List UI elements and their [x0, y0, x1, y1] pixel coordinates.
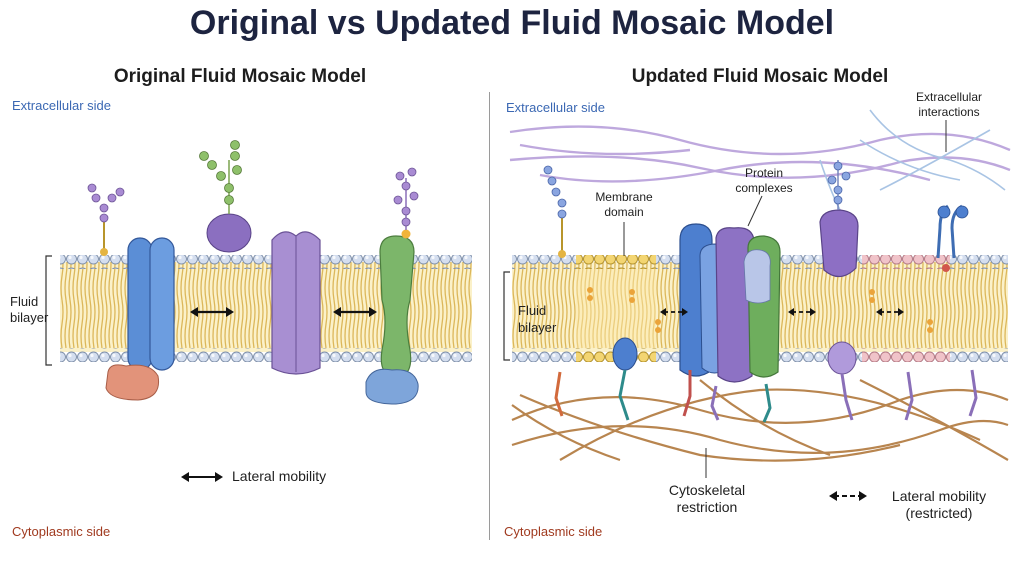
- protein-complex: [679, 223, 781, 383]
- callout-cytoskeletal-line2: restriction: [676, 499, 738, 515]
- callout-protein-complexes-line2: complexes: [735, 181, 793, 195]
- right-cytoplasmic-label: Cytoplasmic side: [504, 524, 603, 539]
- restricted-arrow-1: [660, 308, 688, 316]
- right-purple-glycoprotein: [819, 160, 859, 278]
- cytoskeletal-anchor-proteins: [554, 337, 978, 423]
- page-title: Original vs Updated Fluid Mosaic Model: [189, 4, 835, 42]
- right-panel-title: Updated Fluid Mosaic Model: [631, 66, 889, 87]
- right-legend-label-line1: Lateral mobility: [891, 488, 987, 504]
- extracellular-matrix-fibers: [509, 125, 1011, 183]
- left-peripheral-glycoprotein: [199, 140, 252, 253]
- left-legend-arrow: [181, 472, 223, 482]
- callout-cytoskeletal-line1: Cytoskeletal: [668, 482, 746, 498]
- left-extracellular-label: Extracellular side: [12, 98, 111, 113]
- left-bilayer-label-line1: Fluid: [10, 294, 39, 309]
- left-purple-channel-protein: [271, 231, 321, 375]
- left-legend-label: Lateral mobility: [232, 468, 327, 484]
- left-lateral-arrow-2: [333, 307, 377, 317]
- right-bilayer-bracket: [503, 271, 510, 361]
- right-bilayer-label: Fluid bilayer: [518, 302, 556, 336]
- callout-extracellular-line2: interactions: [918, 105, 980, 119]
- left-bilayer-label: Fluid bilayer: [10, 294, 48, 326]
- left-cytoplasmic-label: Cytoplasmic side: [12, 524, 111, 539]
- callout-extracellular-line1: Extracellular: [915, 90, 983, 104]
- protein-complexes-leader: [747, 195, 763, 227]
- right-legend-label-line2: (restricted): [905, 505, 973, 521]
- left-blue-channel-protein: [127, 237, 175, 371]
- left-peripheral-protein: [105, 364, 160, 401]
- left-bilayer-bracket: [45, 255, 52, 366]
- callout-cytoskeletal-restriction: Cytoskeletal restriction: [652, 482, 762, 516]
- right-bilayer-label-line2: bilayer: [518, 320, 557, 335]
- right-bilayer-label-line1: Fluid: [518, 303, 547, 318]
- restricted-arrow-2: [788, 308, 816, 316]
- left-green-glycoprotein: [365, 167, 419, 405]
- left-glycolipid: [87, 183, 125, 256]
- left-bilayer-label-line2: bilayer: [10, 310, 49, 325]
- adhesion-receptor: [936, 204, 969, 272]
- callout-membrane-domain-line2: domain: [604, 205, 644, 219]
- right-legend-arrow: [829, 491, 867, 501]
- callout-membrane-domain: Membrane domain: [584, 190, 664, 220]
- right-legend-label: Lateral mobility (restricted): [874, 488, 1004, 522]
- restricted-arrow-3: [876, 308, 904, 316]
- right-extracellular-label: Extracellular side: [506, 100, 605, 115]
- callout-membrane-domain-line1: Membrane: [595, 190, 653, 204]
- cytoskeleton-network: [511, 379, 1009, 462]
- left-panel-title: Original Fluid Mosaic Model: [113, 66, 367, 87]
- callout-protein-complexes-line1: Protein: [744, 166, 784, 180]
- cholesterol-molecules: [587, 287, 933, 333]
- extracellular-glycan-strands: [819, 109, 1006, 211]
- right-glycolipid: [543, 165, 567, 258]
- left-lateral-arrow-1: [190, 307, 234, 317]
- callout-extracellular-interactions: Extracellular interactions: [904, 90, 994, 120]
- callout-protein-complexes: Protein complexes: [724, 166, 804, 196]
- panel-divider: [489, 92, 490, 540]
